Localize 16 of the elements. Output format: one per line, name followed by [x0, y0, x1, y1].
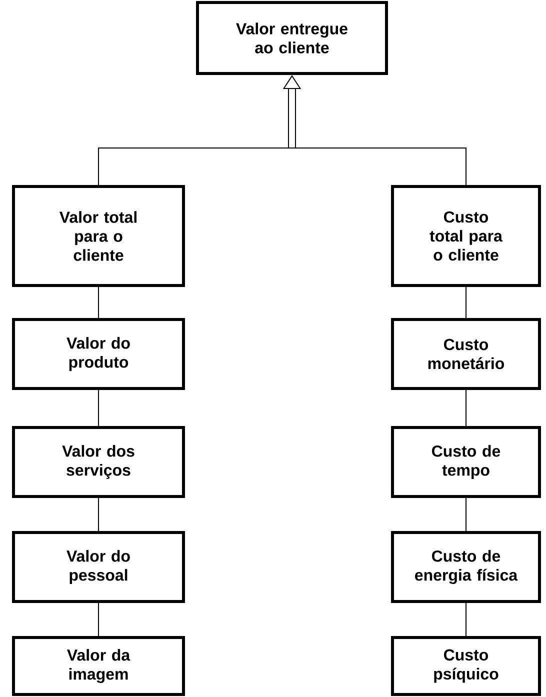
box: Valor da imagem [12, 636, 185, 696]
connector-line [98, 498, 99, 532]
box: Custo monetário [391, 318, 541, 390]
box: Valor do pessoal [12, 531, 185, 603]
box: Valor dos serviços [12, 426, 185, 498]
box: Valor do produto [12, 318, 185, 390]
box: Valor entregue ao cliente [196, 1, 388, 75]
connector-line [98, 286, 99, 318]
box: Custo total para o cliente [391, 185, 541, 287]
box: Valor total para o cliente [12, 185, 185, 287]
box: Custo de tempo [391, 426, 541, 498]
box: Custo psíquico [391, 636, 541, 696]
connector-line [98, 390, 99, 426]
box: Custo de energia física [391, 531, 541, 603]
arrow [98, 75, 466, 186]
connector-line [98, 602, 99, 636]
